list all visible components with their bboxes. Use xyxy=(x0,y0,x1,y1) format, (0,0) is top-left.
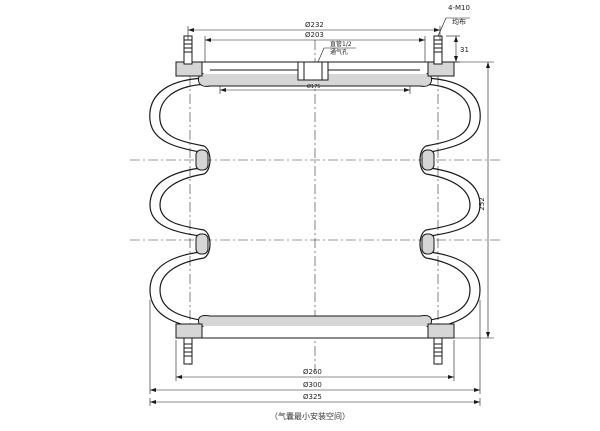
dim-d175: Ø175 xyxy=(307,83,320,90)
air-inlet xyxy=(297,61,329,81)
bottom-stud-left xyxy=(183,337,193,365)
girdle-rings xyxy=(195,149,435,255)
bottom-clamp-left xyxy=(175,323,203,339)
dim-d300: Ø300 xyxy=(303,381,322,389)
caption: （气囊最小安装空间） xyxy=(270,411,350,421)
bottom-clamp-right xyxy=(427,323,455,339)
dim-bolt-spec: 4-M10 xyxy=(448,4,470,12)
dim-height-252: 252 xyxy=(478,197,486,210)
dim-d325: Ø325 xyxy=(303,393,322,401)
bottom-studs xyxy=(183,337,443,365)
bellows-outer-left xyxy=(149,77,211,331)
dim-d260: Ø260 xyxy=(303,368,322,376)
inlet-note-line1: 直管1/2 xyxy=(330,40,352,48)
dim-d203: Ø203 xyxy=(305,31,324,39)
bottom-stud-right xyxy=(433,337,443,365)
dim-d232: Ø232 xyxy=(305,21,324,29)
dim-bolt-note: 均布 xyxy=(452,17,466,26)
dim-bolt-height-31: 31 xyxy=(460,46,469,54)
arrowheads xyxy=(150,28,490,404)
bellows-inner-left xyxy=(159,83,213,323)
inlet-note-line2: 通气孔 xyxy=(330,48,348,56)
top-bead-plate xyxy=(175,61,455,87)
dimension-lines xyxy=(149,17,494,406)
girdle-ring-right-lower xyxy=(421,233,435,255)
girdle-ring-right-upper xyxy=(421,149,435,171)
bottom-bead-plate xyxy=(175,315,455,339)
bellows-outer-right xyxy=(419,77,481,331)
center-lines xyxy=(130,40,500,370)
bellows-body xyxy=(149,77,481,331)
girdle-ring-left-lower xyxy=(195,233,209,255)
bellows-inner-right xyxy=(417,83,471,323)
girdle-ring-left-upper xyxy=(195,149,209,171)
